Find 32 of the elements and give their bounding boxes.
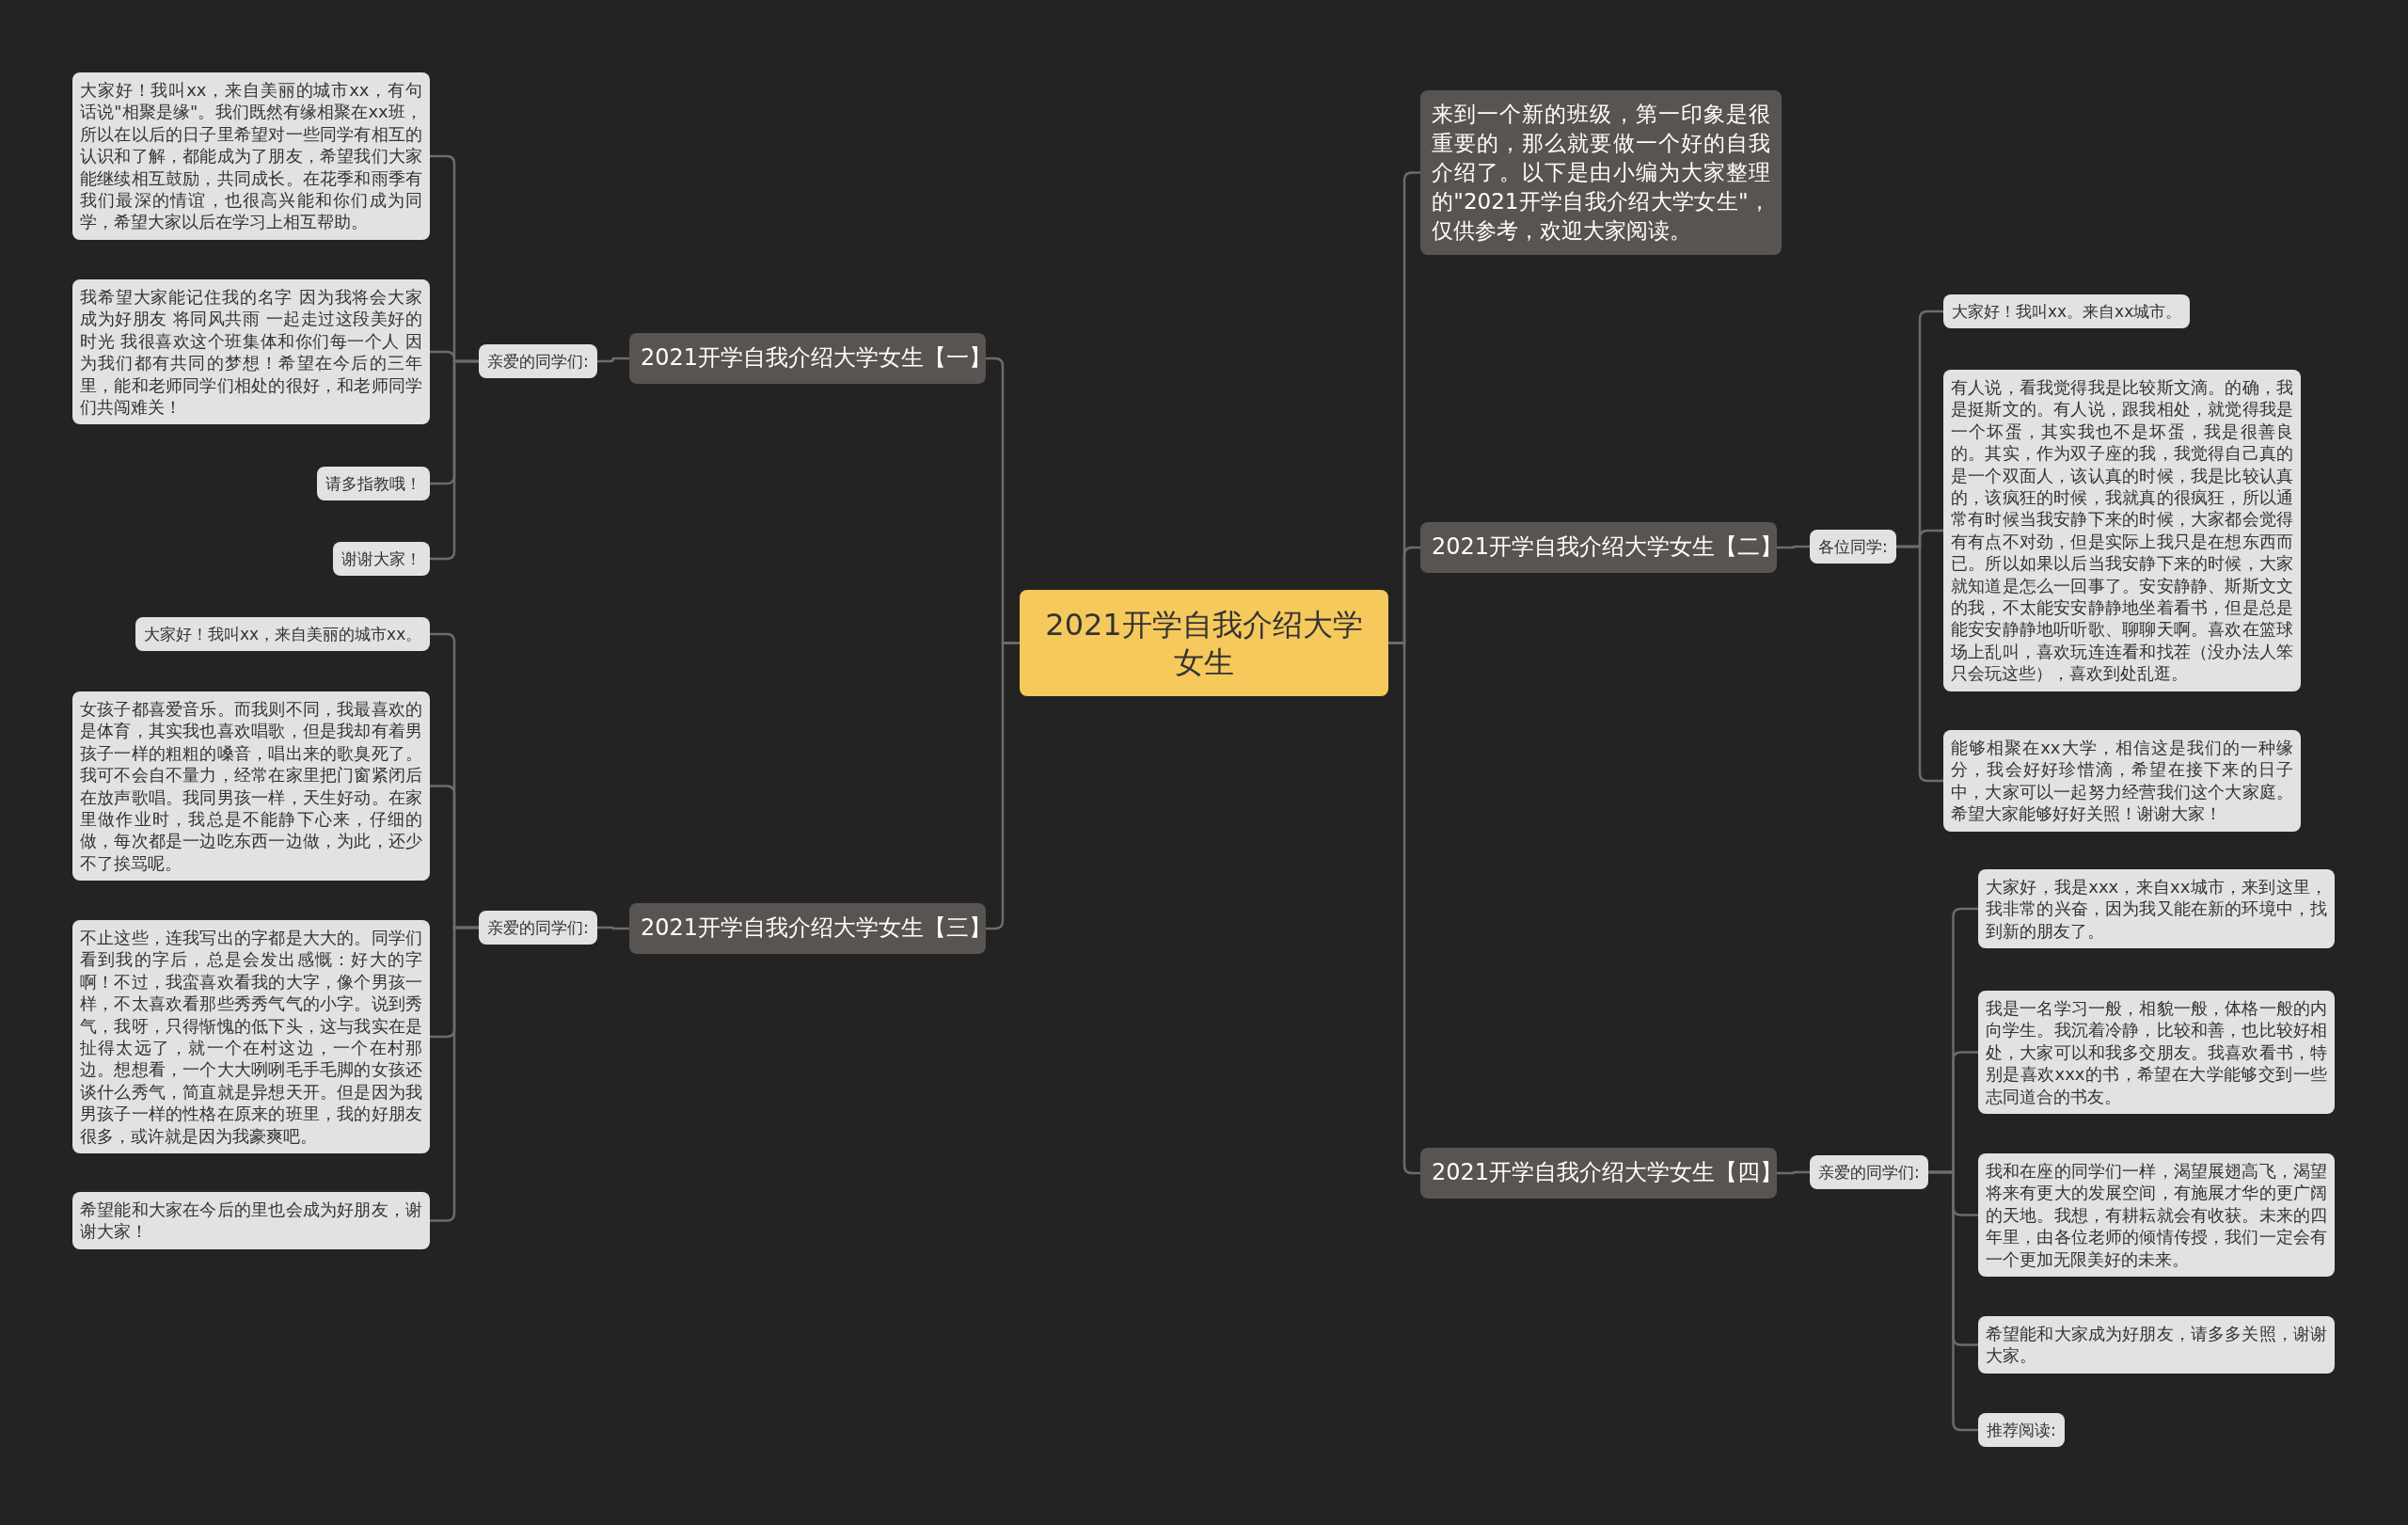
text-box: 我和在座的同学们一样，渴望展翅高飞，渴望将来有更大的发展空间，有施展才华的更广阔的天地。我想，有耕耘就会有收获。未来的四年里，由各位老师的倾情传授，我们一定会有一个更加无限美好的未来。 [1978,1153,2335,1278]
subtopic-box: 各位同学: [1810,530,1896,564]
text-box: 大家好，我是xxx，来自xx城市，来到这里，我非常的兴奋，因为我又能在新的环境中，找到新的朋友了。 [1978,869,2335,949]
text-box: 希望能和大家在今后的里也会成为好朋友，谢谢大家！ [72,1192,430,1249]
text-box: 有人说，看我觉得我是比较斯文滴。的确，我是挺斯文的。有人说，跟我相处，就觉得我是一个坏蛋，其实我也不是坏蛋，我是很善良的。其实，作为双子座的我，我觉得自己真的是一个双面人，该认真的时候，我是比较认真的，该疯狂的时候，我就真的很疯狂，所以通常有时候当我安静下来的时候，大家都会觉得有有点不对劲，但是实际上我只是在想东西而已。所以如果以后当我安静下来的时候，大家就知道是怎么一回事了。安安静静、斯斯文文的我，不太能安安静静地坐着看书，但是总是能安安静静地听听歌、聊聊天啊。喜欢在篮球场上乱叫，喜欢玩连连看和找茬（没办法人笨只会玩这些），喜欢到处乱逛。 [1943,370,2301,691]
topic-box: 2021开学自我介绍大学女生【二】 [1420,522,1777,573]
connector-line [597,926,629,930]
text-box: 不止这些，连我写出的字都是大大的。同学们看到我的字后，总是会发出感慨：好大的字啊！不过，我蛮喜欢看我的大字，像个男孩一样，不太喜欢看那些秀秀气气的小字。说到秀气，我呀，只得惭愧的低下头，这与我实在是扯得太远了，就一个在村这边，一个在村那边。想想看，一个大大咧咧毛手毛脚的女孩还谈什么秀气，简直就是异想天开。但是因为我男孩子一样的性格在原来的班里，我的好朋友很多，或许就是因为我豪爽吧。 [72,920,430,1154]
text-box: 希望能和大家成为好朋友，请多多关照，谢谢大家。 [1978,1316,2335,1374]
connector-line [1777,1170,1810,1175]
connector-line [597,357,629,363]
subtopic-box: 请多指教哦！ [317,467,430,500]
text-box: 我是一名学习一般，相貌一般，体格一般的内向学生。我沉着冷静，比较和善，也比较好相处，大家可以和我多交朋友。我喜欢看书，特别是喜欢xxx的书，希望在大学能够交到一些志同道合的书友。 [1978,991,2335,1115]
intro-box: 来到一个新的班级，第一印象是很重要的，那么就要做一个好的自我介绍了。以下是由小编为大家整理的"2021开学自我介绍大学女生"，仅供参考，欢迎大家阅读。 [1420,90,1782,255]
subtopic-box: 亲爱的同学们: [479,911,597,945]
text-box: 女孩子都喜爱音乐。而我则不同，我最喜欢的是体育，其实我也喜欢唱歌，但是我却有着男孩子一样的粗粗的嗓音，唱出来的歌臭死了。我可不会自不量力，经常在家里把门窗紧闭后在放声歌唱。我同男孩一样，天生好动。在家里做作业时，我总是不能静下心来，仔细的做，每次都是一边吃东西一边做，为此，还少不了挨骂呢。 [72,691,430,882]
text-box: 大家好！我叫xx，来自美丽的城市xx，有句话说"相聚是缘"。我们既然有缘相聚在xx班，所以在以后的日子里希望对一些同学有相互的认识和了解，都能成为了朋友，希望我们大家能继续相互鼓励，共同成长。在花季和雨季有我们最深的情谊，也很高兴能和你们成为同学，希望大家以后在学习上相互帮助。 [72,72,430,240]
text-box: 我希望大家能记住我的名字 因为我将会大家成为好朋友 将同风共雨 一起走过这段美好的时光 我很喜欢这个班集体和你们每一个人 因为我们都有共同的梦想！希望在今后的三年里，能和老师同学们相处的很好，和老师同学们共闯难关！ [72,279,430,425]
subtopic-box: 亲爱的同学们: [479,344,597,378]
subtopic-box: 大家好！我叫xx，来自美丽的城市xx。 [135,617,431,651]
connector-line [1896,545,1943,783]
subtopic-box: 谢谢大家！ [333,542,430,576]
subtopic-box: 亲爱的同学们: [1810,1155,1928,1189]
connector-line [986,642,1020,930]
text-box: 能够相聚在xx大学，相信这是我们的一种缘分，我会好好珍惜滴，希望在接下来的日子中，大家可以一起努力经营我们这个大家庭。希望大家能够好好关照！谢谢大家！ [1943,730,2301,832]
subtopic-box: 推荐阅读: [1978,1413,2065,1447]
topic-box: 2021开学自我介绍大学女生【一】 [629,333,986,384]
topic-box: 2021开学自我介绍大学女生【三】 [629,903,986,954]
connector-line [1777,545,1810,549]
subtopic-box: 大家好！我叫xx。来自xx城市。 [1943,294,2191,328]
topic-box: 2021开学自我介绍大学女生【四】 [1420,1148,1777,1199]
central-topic-box: 2021开学自我介绍大学女生 [1020,590,1388,696]
